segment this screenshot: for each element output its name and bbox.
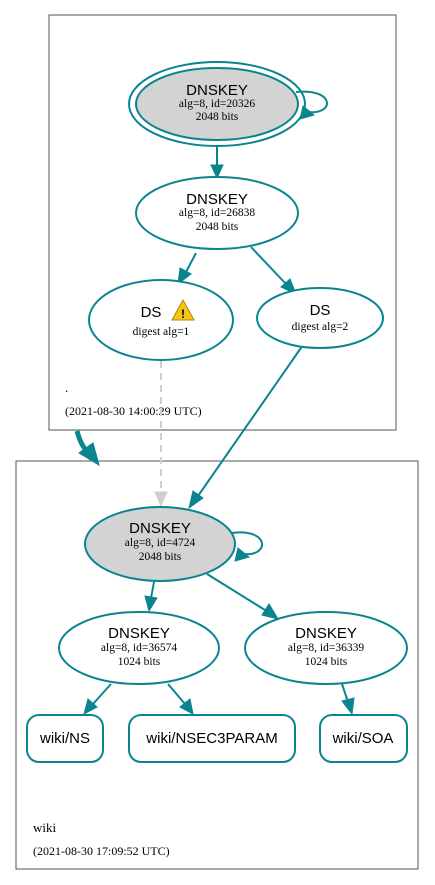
ds-alg1-title: DS: [141, 304, 162, 321]
edge-wiki-ksk-zsk-b: [206, 573, 266, 611]
ds-alg2-digest: digest alg=2: [292, 321, 349, 333]
edge-root-zsk-ds1: [185, 252, 197, 273]
root-zone-timestamp: (2021-08-30 14:00:29 UTC): [65, 404, 202, 418]
root-zone-name: .: [65, 380, 68, 395]
edge-root-zsk-ds2: [250, 246, 287, 285]
delegation-arrowhead: [78, 442, 100, 467]
root-zsk-node[interactable]: DNSKEY alg=8, id=26838 2048 bits: [135, 176, 299, 250]
root-ksk-title: DNSKEY: [186, 82, 248, 99]
arrowhead-zsk-a-nsec3param: [179, 698, 194, 715]
ds-alg1-node[interactable]: DS ! digest alg=1: [88, 279, 234, 361]
wiki-ksk-alg: alg=8, id=4724: [125, 537, 196, 549]
wiki-zsk-b-title: DNSKEY: [295, 625, 357, 642]
arrowhead-root-zsk-ds1: [177, 267, 192, 286]
arrowhead-root-ksk-zsk: [210, 164, 224, 180]
edge-zsk-a-ns: [92, 683, 112, 705]
wiki-ksk-title: DNSKEY: [129, 520, 191, 537]
rrset-wiki-nsec3param-label: wiki/NSEC3PARAM: [145, 730, 277, 747]
wiki-zone-name: wiki: [33, 820, 57, 835]
arrowhead-wiki-ksk-zsk-b: [261, 603, 280, 620]
wiki-zsk-a-node[interactable]: DNSKEY alg=8, id=36574 1024 bits: [58, 611, 220, 685]
wiki-zone-timestamp: (2021-08-30 17:09:52 UTC): [33, 844, 170, 858]
root-ksk-node[interactable]: DNSKEY alg=8, id=20326 2048 bits: [128, 61, 306, 147]
edge-wiki-ksk-zsk-a: [150, 581, 155, 599]
rrset-wiki-ns-label: wiki/NS: [39, 730, 90, 747]
wiki-zsk-b-alg: alg=8, id=36339: [288, 642, 364, 654]
arrowhead-zsk-b-soa: [341, 697, 355, 716]
wiki-ksk-node[interactable]: DNSKEY alg=8, id=4724 2048 bits: [84, 506, 236, 582]
rrset-wiki-ns[interactable]: wiki/NS: [26, 714, 104, 763]
wiki-zsk-a-bits: 1024 bits: [118, 656, 161, 668]
arrowhead-wiki-ksk-zsk-a: [144, 595, 158, 613]
ds-alg1-digest: digest alg=1: [133, 326, 190, 338]
ds-alg2-node[interactable]: DS digest alg=2: [256, 287, 384, 349]
edge-root-ksk-self: [295, 90, 328, 114]
rrset-wiki-soa-label: wiki/SOA: [332, 730, 394, 747]
rrset-wiki-nsec3param[interactable]: wiki/NSEC3PARAM: [128, 714, 296, 763]
wiki-ksk-bits: 2048 bits: [139, 551, 182, 563]
wiki-zsk-b-bits: 1024 bits: [305, 656, 348, 668]
edge-zsk-a-nsec3param: [167, 683, 186, 705]
wiki-zsk-a-alg: alg=8, id=36574: [101, 642, 177, 654]
edge-zsk-b-soa: [341, 683, 349, 703]
wiki-zsk-b-node[interactable]: DNSKEY alg=8, id=36339 1024 bits: [244, 611, 408, 685]
wiki-zsk-a-title: DNSKEY: [108, 625, 170, 642]
root-zsk-alg: alg=8, id=26838: [179, 207, 255, 219]
ds-alg2-title: DS: [310, 302, 331, 319]
root-ksk-bits: 2048 bits: [196, 111, 239, 123]
arrowhead-ds1-wiki-ksk: [154, 491, 168, 508]
root-ksk-alg: alg=8, id=20326: [179, 98, 255, 110]
arrowhead-zsk-a-ns: [83, 698, 98, 715]
root-zsk-title: DNSKEY: [186, 191, 248, 208]
edge-wiki-ksk-self: [231, 531, 263, 556]
warning-icon: [171, 298, 195, 321]
root-zsk-bits: 2048 bits: [196, 221, 239, 233]
arrowhead-ds2-wiki-ksk: [188, 490, 204, 510]
warning-icon-mark: !: [181, 307, 185, 321]
edge-ds2-wiki-ksk: [197, 344, 304, 497]
rrset-wiki-soa[interactable]: wiki/SOA: [319, 714, 408, 763]
arrowhead-wiki-ksk-self: [234, 547, 251, 562]
